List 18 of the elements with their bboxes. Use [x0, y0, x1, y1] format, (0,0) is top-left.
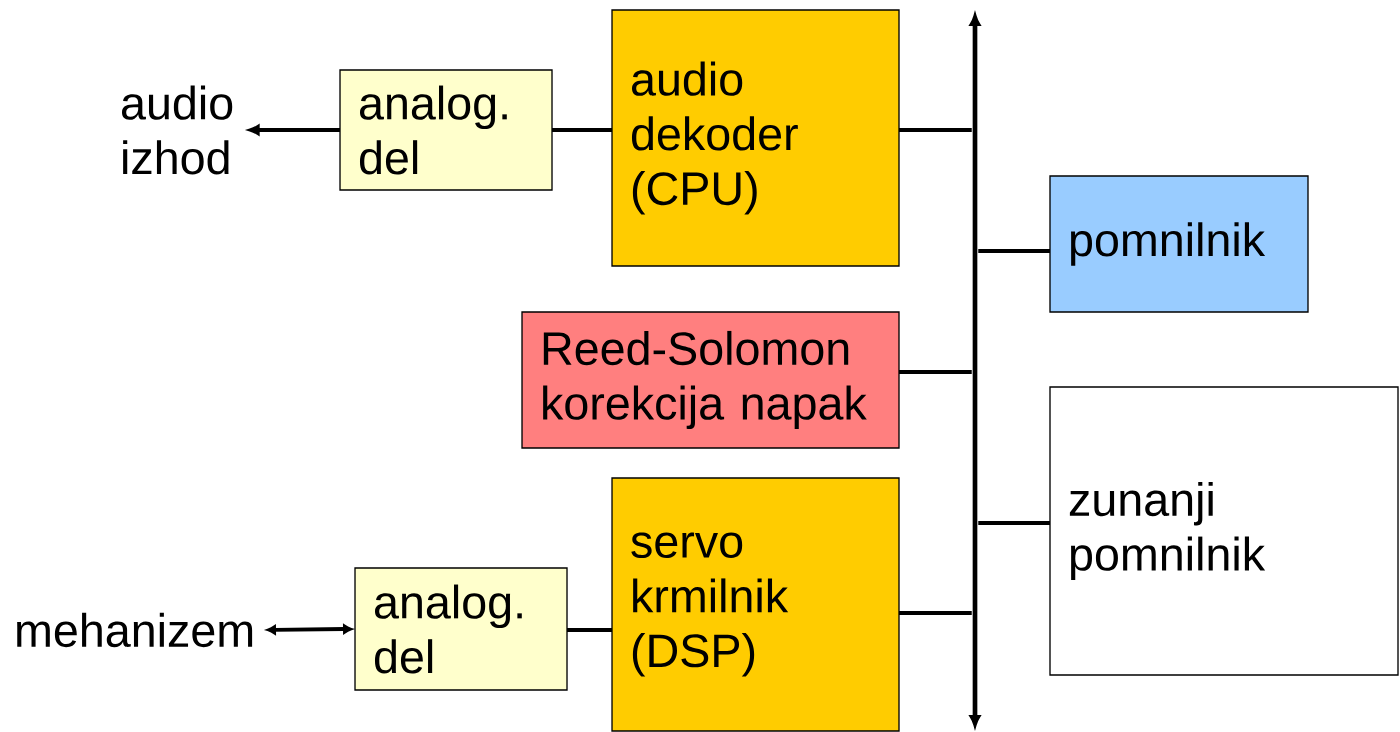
- connector-line: [899, 370, 972, 374]
- memory-box: pomnilnik: [1049, 175, 1309, 313]
- connector-line: [266, 624, 353, 635]
- memory-box: zunanji pomnilnik: [1049, 386, 1399, 676]
- connector-line: [899, 128, 972, 132]
- connector-line: [978, 521, 1050, 525]
- processor-box: audio dekoder (CPU): [611, 9, 900, 267]
- processor-box: servo krmilnik (DSP): [611, 477, 900, 732]
- connector-line: [248, 124, 340, 136]
- correction-box: Reed-Solomon korekcija napak: [521, 311, 900, 449]
- analog-box: analog. del: [339, 69, 553, 191]
- mechanism-label: mehanizem: [17, 612, 253, 648]
- connector-line: [567, 628, 612, 632]
- connector-line: [899, 611, 972, 615]
- output-label: audio izhod: [122, 85, 233, 175]
- connector-line: [978, 249, 1050, 253]
- connector-line: [552, 128, 612, 132]
- analog-box: analog. del: [354, 567, 568, 691]
